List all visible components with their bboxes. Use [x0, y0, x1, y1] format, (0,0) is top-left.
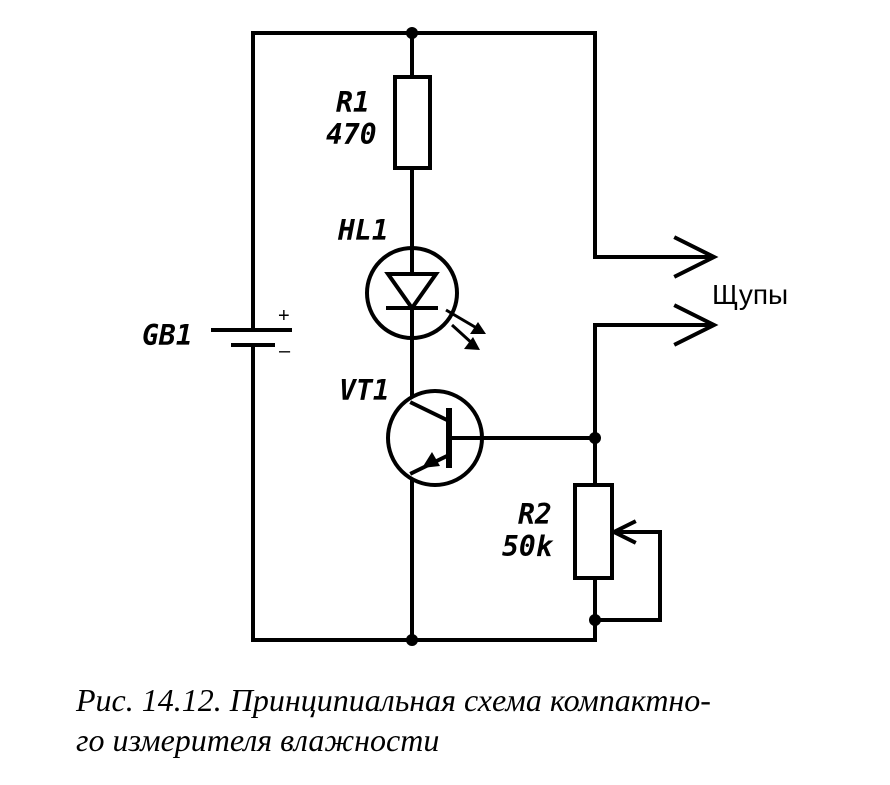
gb1-battery [211, 328, 292, 347]
figure-caption: Рис. 14.12. Принципиальная схема компакт… [76, 680, 866, 760]
r1-resistor [393, 75, 432, 170]
vt1-label: VT1 [339, 374, 390, 407]
battery-plus: + [278, 305, 290, 327]
r2-wiper-wire [593, 530, 662, 622]
transistor-collector [409, 400, 452, 424]
caption-line: Рис. 14.12. Принципиальная схема компакт… [76, 682, 711, 718]
r1-value: 470 [326, 118, 377, 151]
r2-label: R2 [518, 498, 552, 531]
junction-dot [406, 634, 418, 646]
probe-arrows [673, 235, 719, 347]
light-arrow [445, 308, 481, 332]
gb1-label: GB1 [142, 319, 193, 352]
hl1-label: HL1 [337, 214, 389, 247]
junction-dot [589, 614, 601, 626]
r2-value: 50k [502, 530, 554, 563]
junctions [406, 27, 601, 646]
emitter-arrow [422, 452, 440, 468]
r1-label: R1 [336, 86, 370, 119]
r2-resistor [573, 483, 614, 580]
top-wire [251, 31, 714, 332]
battery-minus: – [279, 340, 291, 362]
probe-arrow [673, 235, 719, 279]
junction-dot [589, 432, 601, 444]
led-diode-triangle [384, 272, 440, 312]
probe-arrow [673, 303, 719, 347]
light-arrow-head [464, 337, 480, 350]
light-arrow-head [470, 322, 486, 334]
caption-line: го измерителя влажности [76, 722, 440, 758]
wires [251, 31, 714, 642]
probes-label: Щупы [712, 279, 788, 310]
junction-dot [406, 27, 418, 39]
base-probe-wire [478, 323, 714, 440]
hl1-led [365, 246, 486, 350]
vt1-transistor [386, 389, 484, 487]
bottom-wire [251, 343, 597, 642]
